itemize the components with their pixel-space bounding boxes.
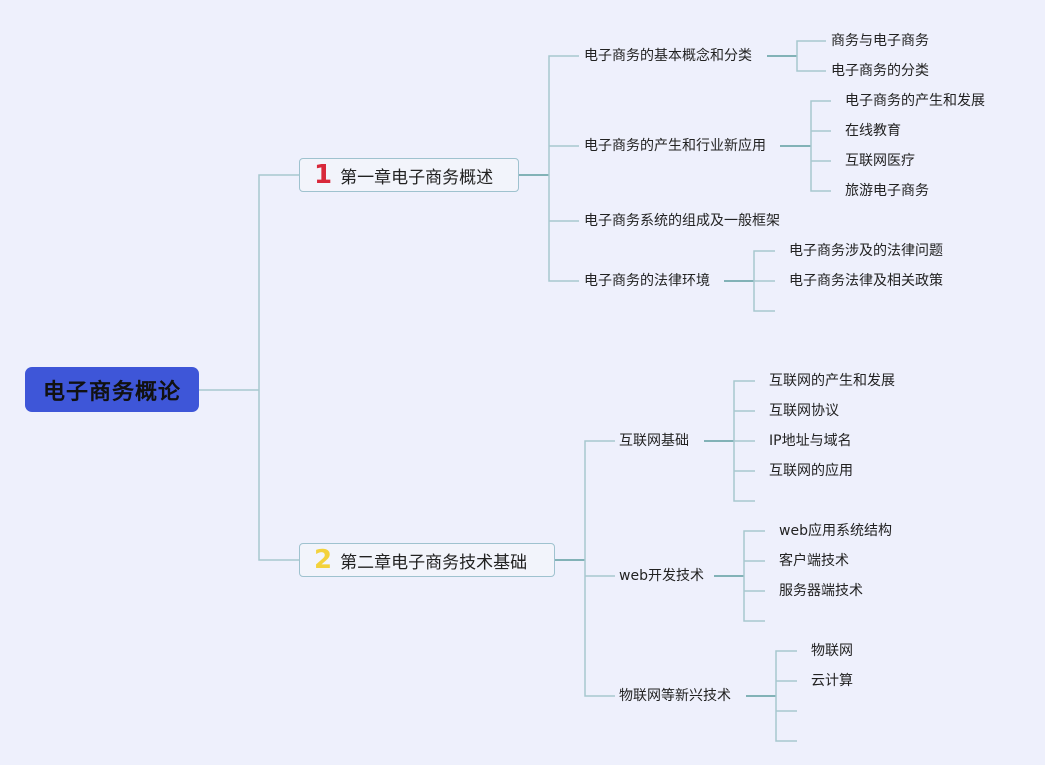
chapter-1[interactable]: 1 第一章电子商务概述	[299, 158, 519, 192]
chapter-2[interactable]: 2 第二章电子商务技术基础	[299, 543, 555, 577]
leaf-2-2-1[interactable]: web应用系统结构	[779, 523, 892, 539]
leaf-1-2-3[interactable]: 互联网医疗	[845, 153, 915, 169]
leaf-1-4-2[interactable]: 电子商务法律及相关政策	[789, 273, 943, 289]
section-1-1[interactable]: 电子商务的基本概念和分类	[584, 48, 752, 64]
leaf-2-2-3[interactable]: 服务器端技术	[779, 583, 863, 599]
connector-3	[548, 55, 579, 282]
connector-28	[775, 650, 797, 742]
leaf-2-2-2[interactable]: 客户端技术	[779, 553, 849, 569]
section-2-1[interactable]: 互联网基础	[619, 433, 689, 449]
leaf-2-3-2[interactable]: 云计算	[811, 673, 853, 689]
connector-24	[743, 530, 765, 622]
chapter-2-title: 第二章电子商务技术基础	[340, 552, 528, 573]
leaf-2-3-1[interactable]: 物联网	[811, 643, 853, 659]
connector-7	[796, 40, 826, 72]
connector-9	[810, 100, 831, 192]
section-1-4[interactable]: 电子商务的法律环境	[584, 273, 710, 289]
connector-16	[584, 440, 615, 697]
leaf-1-2-2[interactable]: 在线教育	[845, 123, 901, 139]
number-2-icon: 2	[314, 545, 333, 575]
section-2-2[interactable]: web开发技术	[619, 568, 704, 584]
number-1-icon: 1	[314, 160, 333, 190]
section-2-3[interactable]: 物联网等新兴技术	[619, 688, 731, 704]
leaf-2-1-4[interactable]: 互联网的应用	[769, 463, 853, 479]
leaf-2-1-1[interactable]: 互联网的产生和发展	[769, 373, 895, 389]
section-1-2[interactable]: 电子商务的产生和行业新应用	[584, 138, 766, 154]
connector-1	[258, 174, 299, 561]
leaf-1-4-1[interactable]: 电子商务涉及的法律问题	[789, 243, 943, 259]
leaf-2-1-2[interactable]: 互联网协议	[769, 403, 839, 419]
chapter-1-title: 第一章电子商务概述	[340, 167, 494, 188]
leaf-1-2-4[interactable]: 旅游电子商务	[845, 183, 929, 199]
leaf-2-1-3[interactable]: IP地址与域名	[769, 433, 852, 449]
section-1-3[interactable]: 电子商务系统的组成及一般框架	[584, 213, 780, 229]
leaf-1-1-1[interactable]: 商务与电子商务	[831, 33, 929, 49]
leaf-1-1-2[interactable]: 电子商务的分类	[831, 63, 929, 79]
leaf-1-2-1[interactable]: 电子商务的产生和发展	[845, 93, 985, 109]
root-topic[interactable]: 电子商务概论	[25, 367, 199, 412]
